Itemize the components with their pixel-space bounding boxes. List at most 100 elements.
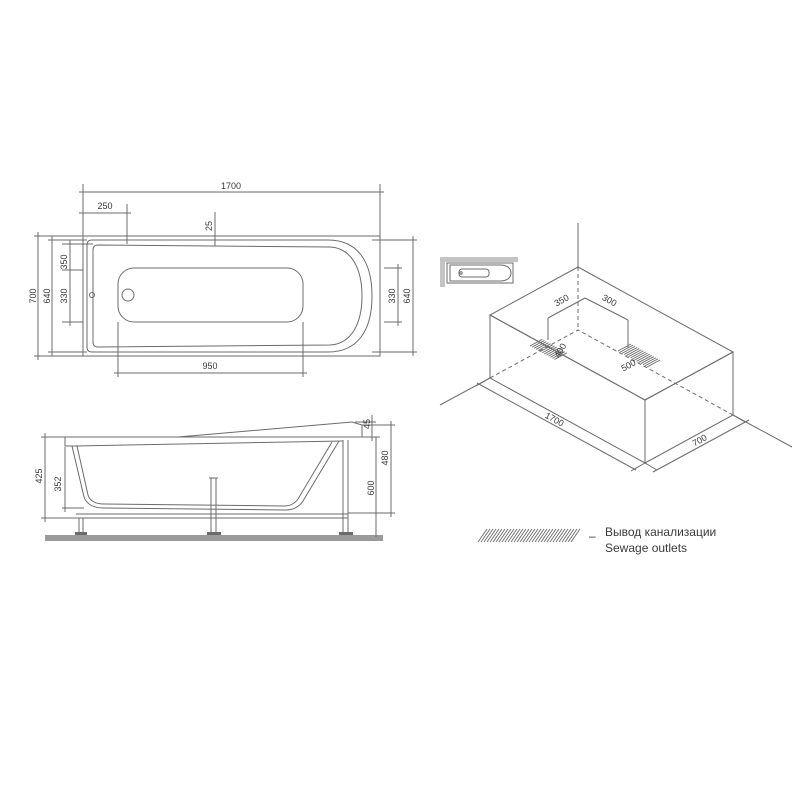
dimension-label: 640 [402,288,412,303]
leg-right [339,440,353,535]
hatch-line [534,528,545,543]
hatch-line [504,528,515,543]
hatch-line [540,528,551,543]
dimension-rim-45: 45 [355,415,380,441]
hatch-line [549,528,560,543]
hatch-line [513,528,524,543]
hatch-line [561,528,572,543]
dimension-rim: 25 [204,212,216,246]
hatch-line [486,528,497,543]
hatch-line [498,528,509,543]
hatch-line [528,528,539,543]
hatch-line [533,341,547,349]
hatch-line [489,528,500,543]
hatch-line [477,528,488,543]
tub-box-front-face [489,314,646,464]
hatch-line [626,348,640,356]
leg-foot [207,532,221,535]
leg-foot [339,532,353,535]
tub-rim-left-end [64,437,75,447]
thumbnail-tub-basin [458,268,490,278]
dimension-label: 425 [34,468,44,483]
thumbnail-drain-icon [459,271,463,275]
dimension-label: 350 [553,292,571,308]
hatch-line [634,352,648,361]
dimension-height-425: 425 [34,433,76,522]
thumbnail-tub-outline [446,262,514,284]
hatch-line [531,340,545,348]
drain-hole [121,288,135,302]
hatch-line [516,528,527,543]
hatch-line [537,528,548,543]
dimension-right-rim: 640 [372,236,417,356]
hatch-line [522,528,533,543]
hatch-line [552,528,563,543]
dimension-basin-length: 950 [114,322,307,377]
hatch-line [537,343,551,351]
hatch-line [642,357,657,366]
floor [45,535,383,541]
legend-dash: – [589,529,596,543]
hatch-line [510,528,521,543]
hatch-line [636,353,650,362]
tub-rim-slope [65,421,363,438]
dimension-label: 330 [59,288,69,303]
hatch-line [543,528,554,543]
hatch-line [544,346,557,355]
hatch-line [531,528,542,543]
dimension-label: 350 [59,254,69,269]
hatch-line [621,345,636,354]
dimension-label: 950 [202,361,217,371]
leg-left [75,518,87,535]
dimension-line [476,382,637,471]
basin-floor-outline [117,267,304,323]
extension-line [475,377,491,387]
hatch-line [638,355,652,363]
hatch-line [617,343,632,352]
sewage-outlet-zone-left [529,338,568,360]
hatch-line [483,528,494,543]
overflow-hole [89,292,95,298]
dimension-height-480: 480 [348,421,395,517]
hatch-line [624,347,638,355]
hatch-line [535,342,549,350]
tub-basin-profile [71,440,340,511]
legend: – Вывод канализации Sewage outlets [477,525,716,555]
extension-line [630,462,646,472]
dimension-iso-width: 700 [644,414,750,473]
iso-view: 350 300 400 500 1700 700 [439,223,793,473]
tub-box-top-face [488,266,735,401]
hidden-edges [489,329,734,416]
dimension-label: 480 [380,450,390,465]
dimension-length: 1700 [79,181,384,236]
extension-line [644,462,658,471]
hatch-line [492,528,503,543]
top-view: 1700 250 25 700 640 350 [28,181,417,377]
legend-label-en: Sewage outlets [605,541,687,555]
legend-label-ru: Вывод канализации [605,525,716,539]
hatch-line [640,356,654,364]
hatch-line [539,344,553,353]
hatch-line [550,350,563,358]
hatch-line [507,528,518,543]
side-view: 425 352 45 600 480 [34,415,395,541]
hatch-line [564,528,575,543]
dimension-label: 600 [366,480,376,495]
hatch-line [480,528,491,543]
dimension-label: 25 [204,221,214,231]
hatch-line [644,358,659,367]
dimension-label: 700 [28,288,38,303]
extension-line [732,414,746,423]
hatch-line [646,359,661,368]
hatch-line [567,528,578,543]
hatch-line [525,528,536,543]
dimension-width-inner-left: 640 [42,236,87,356]
hatch-line [519,528,530,543]
dimension-label: 330 [387,288,397,303]
dimension-label: 352 [53,476,63,491]
hatch-line [501,528,512,543]
dimension-right-basin: 330 [384,264,402,326]
hatch-line [548,349,561,357]
dimension-label: 250 [97,201,112,211]
